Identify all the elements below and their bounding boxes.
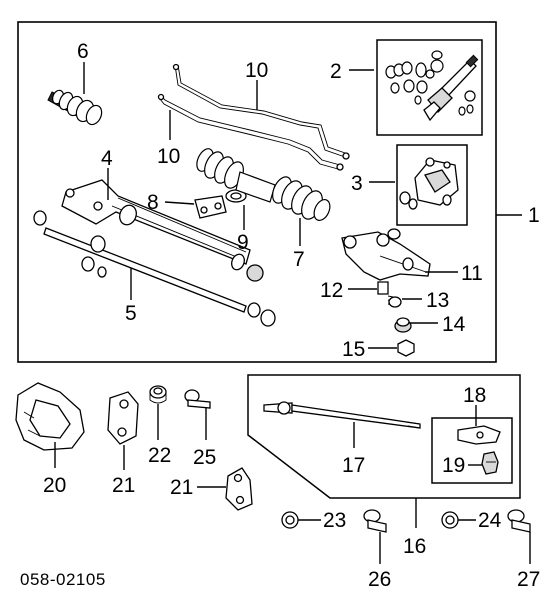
callout-21-left: 21 (112, 474, 135, 497)
bracket-8-part[interactable] (194, 195, 227, 219)
callout-6: 6 (77, 40, 89, 63)
bushing-22-part[interactable] (149, 385, 167, 404)
tie-rod-frame (247, 374, 521, 499)
pipe-10-part[interactable] (157, 63, 350, 171)
valve-body-frame (396, 144, 468, 226)
bracket-21b-part[interactable] (225, 467, 253, 511)
callout-21-lower: 21 (170, 476, 193, 499)
callout-24: 24 (478, 509, 502, 532)
callout-17: 17 (342, 454, 365, 477)
callout-4: 4 (101, 147, 113, 170)
callout-3: 3 (351, 172, 363, 195)
bolt-26-part[interactable] (363, 509, 387, 533)
spring-13-part[interactable] (387, 295, 402, 308)
bushing-23-part[interactable] (281, 511, 299, 529)
nut-15-part[interactable] (397, 339, 415, 357)
callout-7: 7 (293, 248, 305, 271)
clamp-9-part[interactable] (225, 189, 247, 203)
seal-kit-frame (376, 39, 483, 136)
bolt-12-part[interactable] (377, 281, 389, 295)
callout-15: 15 (342, 338, 365, 361)
callout-23: 23 (323, 509, 346, 532)
callout-10-upper: 10 (245, 59, 268, 82)
tie-rod-end-frame (431, 417, 513, 484)
callout-26: 26 (368, 568, 391, 591)
seal-kit-2-part[interactable] (385, 50, 479, 122)
main-assembly-frame (17, 21, 497, 363)
callout-27: 27 (517, 568, 540, 591)
diagram-code: 058-02105 (20, 570, 106, 589)
callout-1: 1 (528, 204, 540, 227)
callout-20: 20 (43, 474, 66, 497)
tie-rod-end-18-part[interactable] (457, 425, 501, 445)
cover-20-part[interactable] (15, 382, 85, 451)
bushing-24-part[interactable] (441, 511, 459, 529)
pinion-housing-11-part[interactable] (341, 228, 431, 281)
callout-22: 22 (148, 444, 171, 467)
callout-16: 16 (403, 535, 426, 558)
callout-5: 5 (125, 302, 137, 325)
callout-25: 25 (193, 446, 216, 469)
callout-13: 13 (426, 289, 449, 312)
bracket-21a-part[interactable] (107, 391, 139, 445)
callout-10-lower: 10 (157, 145, 180, 168)
boot-7-part[interactable] (194, 146, 333, 223)
callout-9: 9 (237, 231, 249, 254)
rack-housing-4-part[interactable] (61, 179, 264, 282)
callout-12: 12 (320, 279, 343, 302)
cap-14-part[interactable] (394, 317, 412, 333)
callout-14: 14 (442, 313, 466, 336)
tie-rod-17-part[interactable] (263, 401, 421, 429)
bolt-27-part[interactable] (507, 509, 531, 533)
callout-2: 2 (330, 60, 342, 83)
callout-11: 11 (461, 262, 483, 285)
callout-19: 19 (442, 454, 465, 477)
valve-body-3-part[interactable] (399, 157, 459, 210)
callout-8: 8 (147, 191, 159, 214)
bolt-25-part[interactable] (184, 389, 211, 409)
callout-18: 18 (463, 384, 486, 407)
nut-19-part[interactable] (481, 451, 499, 475)
boot-6-part[interactable] (47, 89, 105, 127)
rack-5-part[interactable] (33, 210, 276, 327)
